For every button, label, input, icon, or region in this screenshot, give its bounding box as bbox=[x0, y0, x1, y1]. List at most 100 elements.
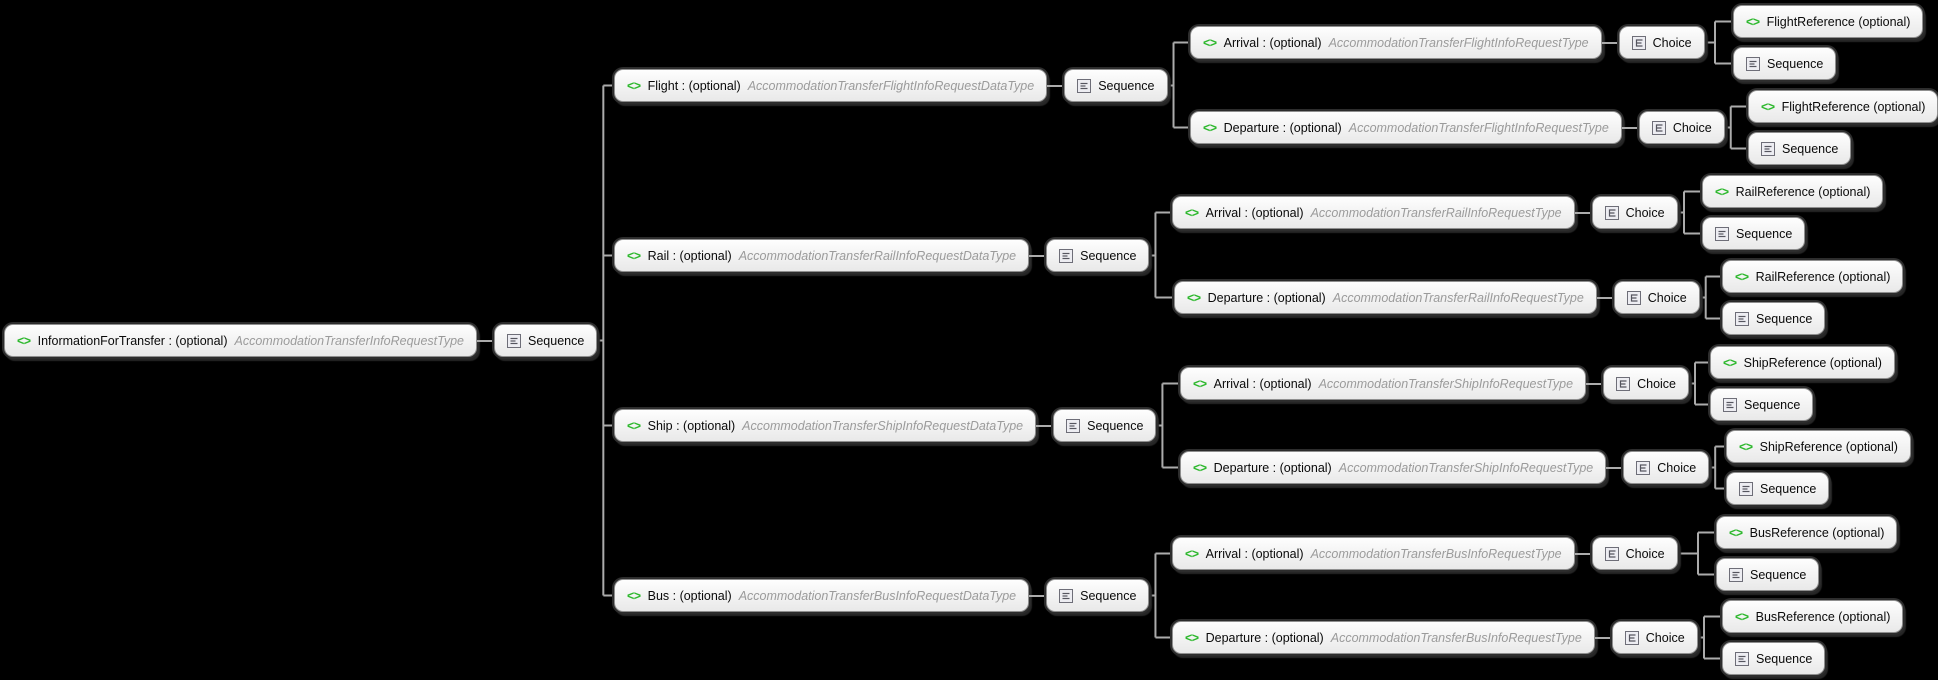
element-node-flight-departure-flightreference[interactable]: <> FlightReference (optional) bbox=[1748, 90, 1938, 123]
compositor-label: Choice bbox=[1625, 546, 1665, 561]
element-icon: <> bbox=[1193, 376, 1207, 391]
element-icon: <> bbox=[627, 588, 641, 603]
choice-compositor-rail-arrival[interactable]: Choice bbox=[1591, 196, 1678, 229]
element-node-bus[interactable]: <> Bus : (optional) AccommodationTransfe… bbox=[614, 579, 1030, 612]
choice-icon bbox=[1605, 206, 1619, 220]
element-name: FlightReference (optional) bbox=[1766, 14, 1911, 29]
connector-segment bbox=[1586, 382, 1604, 385]
element-node-information-for-transfer[interactable]: <> InformationForTransfer : (optional) A… bbox=[4, 324, 478, 357]
choice-icon bbox=[1625, 631, 1639, 645]
choice-compositor-ship-departure[interactable]: Choice bbox=[1623, 451, 1710, 484]
element-node-bus-arrival[interactable]: <> Arrival : (optional) AccommodationTra… bbox=[1172, 537, 1575, 570]
choice-compositor-bus-arrival[interactable]: Choice bbox=[1591, 537, 1678, 570]
element-node-rail-departure-railreference[interactable]: <> RailReference (optional) bbox=[1722, 260, 1904, 293]
element-node-bus-departure-busreference[interactable]: <> BusReference (optional) bbox=[1722, 600, 1904, 633]
connector-segment bbox=[1574, 211, 1592, 214]
element-node-rail-arrival[interactable]: <> Arrival : (optional) AccommodationTra… bbox=[1172, 196, 1575, 229]
node-row: <> FlightReference (optional) bbox=[1748, 90, 1938, 123]
node-row: <> Arrival : (optional) AccommodationTra… bbox=[1180, 367, 1690, 400]
element-name: Departure : (optional) bbox=[1207, 290, 1326, 305]
element-node-ship-arrival[interactable]: <> Arrival : (optional) AccommodationTra… bbox=[1180, 367, 1587, 400]
element-name: Departure : (optional) bbox=[1205, 630, 1324, 645]
choice-icon bbox=[1627, 291, 1641, 305]
element-icon: <> bbox=[1203, 120, 1217, 135]
element-node-flight[interactable]: <> Flight : (optional) AccommodationTran… bbox=[614, 69, 1048, 102]
sequence-node-ship-arrival[interactable]: Sequence bbox=[1710, 388, 1814, 421]
node-row: Sequence bbox=[1710, 388, 1814, 421]
element-icon: <> bbox=[1729, 525, 1743, 540]
choice-compositor-bus-departure[interactable]: Choice bbox=[1611, 621, 1698, 654]
connector-segment bbox=[1621, 126, 1639, 129]
sequence-node-ship-departure[interactable]: Sequence bbox=[1726, 472, 1830, 505]
element-type: AccommodationTransferShipInfoRequestType bbox=[1338, 460, 1594, 475]
sequence-node-rail-departure[interactable]: Sequence bbox=[1722, 302, 1826, 335]
choice-compositor-flight-departure[interactable]: Choice bbox=[1638, 111, 1725, 144]
element-type: AccommodationTransferFlightInfoRequestDa… bbox=[747, 78, 1035, 93]
node-row: <> RailReference (optional) bbox=[1702, 175, 1884, 208]
element-node-rail[interactable]: <> Rail : (optional) AccommodationTransf… bbox=[614, 239, 1030, 272]
sequence-node-flight-departure[interactable]: Sequence bbox=[1748, 132, 1852, 165]
sequence-icon bbox=[1059, 249, 1073, 263]
node-row: <> Rail : (optional) AccommodationTransf… bbox=[614, 239, 1150, 272]
sequence-node-bus-departure[interactable]: Sequence bbox=[1722, 642, 1826, 675]
sequence-node-flight-arrival[interactable]: Sequence bbox=[1733, 47, 1837, 80]
compositor-label: Sequence bbox=[1782, 141, 1839, 156]
node-row: <> ShipReference (optional) bbox=[1710, 346, 1895, 379]
element-name: Flight : (optional) bbox=[647, 78, 741, 93]
node-row: <> BusReference (optional) bbox=[1716, 516, 1898, 549]
element-icon: <> bbox=[1193, 460, 1207, 475]
element-node-ship[interactable]: <> Ship : (optional) AccommodationTransf… bbox=[614, 409, 1037, 442]
node-row: <> Ship : (optional) AccommodationTransf… bbox=[614, 409, 1157, 442]
element-icon: <> bbox=[1723, 355, 1737, 370]
sequence-icon bbox=[1735, 652, 1749, 666]
element-icon: <> bbox=[17, 333, 31, 348]
connector-segment bbox=[1606, 466, 1624, 469]
sequence-compositor-root[interactable]: Sequence bbox=[494, 324, 598, 357]
element-node-ship-departure-shipreference[interactable]: <> ShipReference (optional) bbox=[1726, 430, 1911, 463]
sequence-icon bbox=[1723, 398, 1737, 412]
element-icon: <> bbox=[627, 78, 641, 93]
element-node-rail-departure[interactable]: <> Departure : (optional) AccommodationT… bbox=[1174, 281, 1597, 314]
element-type: AccommodationTransferInfoRequestType bbox=[234, 333, 465, 348]
element-node-ship-departure[interactable]: <> Departure : (optional) AccommodationT… bbox=[1180, 451, 1607, 484]
compositor-label: Choice bbox=[1637, 376, 1677, 391]
sequence-compositor-flight[interactable]: Sequence bbox=[1064, 69, 1168, 102]
element-type: AccommodationTransferFlightInfoRequestTy… bbox=[1328, 35, 1589, 50]
element-node-bus-departure[interactable]: <> Departure : (optional) AccommodationT… bbox=[1172, 621, 1595, 654]
element-node-flight-arrival-flightreference[interactable]: <> FlightReference (optional) bbox=[1733, 5, 1924, 38]
sequence-node-rail-arrival[interactable]: Sequence bbox=[1702, 217, 1806, 250]
sequence-compositor-ship[interactable]: Sequence bbox=[1053, 409, 1157, 442]
compositor-label: Sequence bbox=[1750, 567, 1807, 582]
choice-compositor-rail-departure[interactable]: Choice bbox=[1613, 281, 1700, 314]
sequence-compositor-bus[interactable]: Sequence bbox=[1046, 579, 1150, 612]
compositor-label: Sequence bbox=[1080, 588, 1137, 603]
node-row: <> Arrival : (optional) AccommodationTra… bbox=[1190, 26, 1705, 59]
choice-compositor-ship-arrival[interactable]: Choice bbox=[1603, 367, 1690, 400]
sequence-icon bbox=[1735, 312, 1749, 326]
sequence-node-bus-arrival[interactable]: Sequence bbox=[1716, 558, 1820, 591]
element-name: RailReference (optional) bbox=[1755, 269, 1891, 284]
element-type: AccommodationTransferRailInfoRequestData… bbox=[738, 248, 1017, 263]
choice-compositor-flight-arrival[interactable]: Choice bbox=[1618, 26, 1705, 59]
element-node-rail-arrival-railreference[interactable]: <> RailReference (optional) bbox=[1702, 175, 1884, 208]
element-name: FlightReference (optional) bbox=[1781, 99, 1926, 114]
element-node-ship-arrival-shipreference[interactable]: <> ShipReference (optional) bbox=[1710, 346, 1895, 379]
element-node-bus-arrival-busreference[interactable]: <> BusReference (optional) bbox=[1716, 516, 1898, 549]
element-icon: <> bbox=[1185, 546, 1199, 561]
node-row: <> Bus : (optional) AccommodationTransfe… bbox=[614, 579, 1150, 612]
node-row: <> Departure : (optional) AccommodationT… bbox=[1190, 111, 1725, 144]
element-type: AccommodationTransferRailInfoRequestType bbox=[1332, 290, 1584, 305]
node-row: Sequence bbox=[1716, 558, 1820, 591]
sequence-icon bbox=[1729, 568, 1743, 582]
element-node-flight-departure[interactable]: <> Departure : (optional) AccommodationT… bbox=[1190, 111, 1622, 144]
element-icon: <> bbox=[1187, 290, 1201, 305]
connector-segment bbox=[1574, 552, 1592, 555]
node-row: <> Arrival : (optional) AccommodationTra… bbox=[1172, 537, 1678, 570]
connector-segment bbox=[1047, 84, 1065, 87]
element-node-flight-arrival[interactable]: <> Arrival : (optional) AccommodationTra… bbox=[1190, 26, 1602, 59]
connector-segment bbox=[1029, 254, 1047, 257]
element-name: Rail : (optional) bbox=[647, 248, 732, 263]
sequence-compositor-rail[interactable]: Sequence bbox=[1046, 239, 1150, 272]
node-row: <> Departure : (optional) AccommodationT… bbox=[1172, 621, 1698, 654]
compositor-label: Choice bbox=[1657, 460, 1697, 475]
